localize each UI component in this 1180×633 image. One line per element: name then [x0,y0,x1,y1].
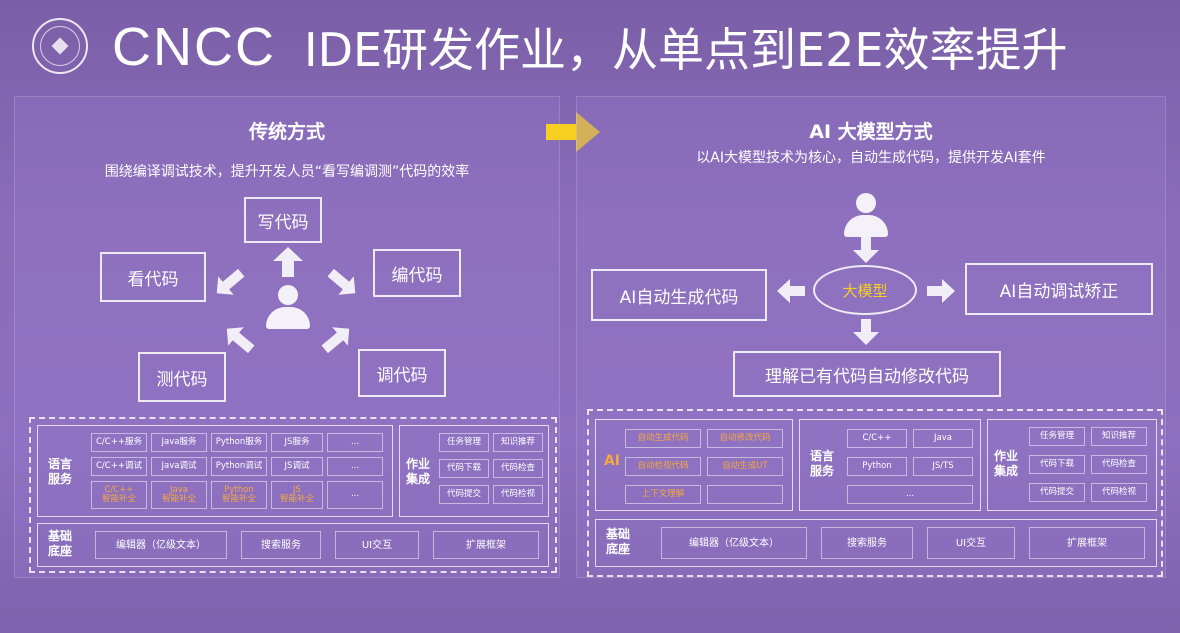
work-cell: 任务管理 [1029,427,1085,446]
lang-cell: Python服务 [211,433,267,452]
ai-cell: 自动检视代码 [625,457,701,476]
ai-cell: 自动生成代码 [625,429,701,448]
base-label-text: 基础 底座 [605,527,630,556]
arrow-upleft-icon [216,269,245,295]
lang-cell: Python [847,457,907,476]
lang-cell: Java调试 [151,457,207,476]
work-cell: 代码下载 [1029,455,1085,474]
work-cell: 代码提交 [439,485,489,504]
work-integration-block [987,419,1157,511]
work-cell: 代码检查 [493,459,543,478]
slide-header: CNCC IDE研发作业，从单点到E2E效率提升 [0,0,1180,90]
base-label-text: 基础 底座 [47,529,72,558]
arrow-down-icon [853,237,879,263]
lang-service-block [799,419,981,511]
lang-cell: ... [847,485,973,504]
base-item: 扩展框架 [1029,527,1145,559]
work-integration-label-text: 作业 集成 [993,449,1018,478]
lang-service-label: 语言 服务 [45,457,75,487]
base-item: 搜索服务 [241,531,321,559]
transition-arrow-icon [546,112,600,152]
lang-service-label-text: 语言 服务 [47,457,72,486]
ai-label: AI [603,453,621,469]
cncc-logo-text: CNCC [112,17,276,77]
developer-icon [841,193,891,239]
work-cell: 知识推荐 [493,433,543,452]
base-item: 编辑器（亿级文本） [95,531,227,559]
lang-cell: Java 智能补全 [151,481,207,509]
arrow-downright-icon [321,327,350,353]
lang-service-label-text: 语言 服务 [809,449,834,478]
work-integration-label-text: 作业 集成 [405,457,430,486]
ai-capability-block [595,419,793,511]
ai-panel: AI 大模型方式 以AI大模型技术为核心，自动生成代码，提供开发AI套件 大模型… [576,96,1166,578]
developer-icon [263,285,313,331]
ai-cell: 自动生成UT [707,457,783,476]
arrow-downleft-icon [226,327,255,353]
work-integration-block [399,425,549,517]
lang-cell: JS/TS [913,457,973,476]
ai-subtitle: 以AI大模型技术为核心，自动生成代码，提供开发AI套件 [696,150,1046,166]
work-cell: 知识推荐 [1091,427,1147,446]
lang-cell: Python调试 [211,457,267,476]
lang-cell: ... [327,457,383,476]
lang-service-block [37,425,393,517]
base-item: 搜索服务 [821,527,913,559]
ai-title: AI 大模型方式 [809,121,933,143]
test-code-box: 测代码 [138,352,226,402]
debug-code-box: 调代码 [358,349,446,397]
lang-cell: ... [327,481,383,509]
work-integration-label: 作业 集成 [403,457,433,487]
llm-node: 大模型 [813,265,917,315]
arrow-upright-icon [327,269,356,295]
lang-cell: Python 智能补全 [211,481,267,509]
lang-service-label: 语言 服务 [807,449,837,479]
lang-cell: C/C++服务 [91,433,147,452]
view-code-box: 看代码 [100,252,206,302]
traditional-architecture [29,417,557,573]
ai-architecture [587,409,1163,577]
base-item: UI交互 [335,531,419,559]
lang-cell: JS服务 [271,433,323,452]
lang-cell: C/C++ [847,429,907,448]
traditional-subtitle: 围绕编译调试技术，提升开发人员“看写编调测”代码的效率 [104,164,470,180]
work-cell: 代码提交 [1029,483,1085,502]
base-label: 基础 底座 [45,529,75,559]
traditional-title: 传统方式 [248,121,325,143]
lang-cell: ... [327,433,383,452]
arrow-right-icon [927,279,955,303]
lang-cell: Java服务 [151,433,207,452]
base-item: 编辑器（亿级文本） [661,527,807,559]
lang-cell: C/C++调试 [91,457,147,476]
work-integration-label: 作业 集成 [991,449,1021,479]
write-code-box: 写代码 [244,197,322,243]
work-cell: 任务管理 [439,433,489,452]
arrow-up-icon [273,247,303,277]
cncc-seal-logo [32,18,88,74]
base-block [37,523,549,567]
work-cell: 代码检查 [1091,455,1147,474]
lang-cell: JS 智能补全 [271,481,323,509]
base-item: UI交互 [927,527,1015,559]
work-cell: 代码检视 [1091,483,1147,502]
slide-title: IDE研发作业，从单点到E2E效率提升 [304,23,1068,77]
lang-cell: JS调试 [271,457,323,476]
compile-code-box: 编代码 [373,249,461,297]
lang-cell: C/C++ 智能补全 [91,481,147,509]
understand-modify-box: 理解已有代码自动修改代码 [733,351,1001,397]
ai-generate-code-box: AI自动生成代码 [591,269,767,321]
arrow-left-icon [777,279,805,303]
traditional-panel: 传统方式 围绕编译调试技术，提升开发人员“看写编调测”代码的效率 写代码 看代码… [14,96,560,578]
ai-cell: 上下文理解 [625,485,701,504]
base-block [595,519,1157,567]
work-cell: 代码下载 [439,459,489,478]
work-cell: 代码检视 [493,485,543,504]
lang-cell: Java [913,429,973,448]
ai-debug-fix-box: AI自动调试矫正 [965,263,1153,315]
base-item: 扩展框架 [433,531,539,559]
ai-cell [707,485,783,504]
base-label: 基础 底座 [603,527,633,557]
arrow-down-icon [853,319,879,345]
ai-cell: 自动修改代码 [707,429,783,448]
